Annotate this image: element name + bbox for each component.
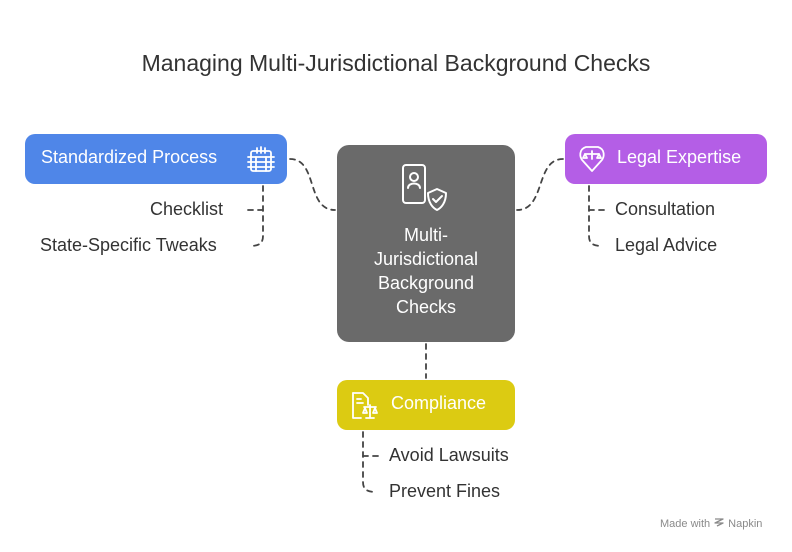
scales-badge-icon <box>577 145 607 178</box>
sub-item-state-specific-tweaks: State-Specific Tweaks <box>40 235 217 255</box>
center-topic-label: Multi- Jurisdictional Background Checks <box>337 223 515 319</box>
center-topic-box: Multi- Jurisdictional Background Checks <box>337 145 515 342</box>
connector-left-branch <box>249 185 264 247</box>
connector-legal <box>516 158 564 211</box>
checklist-icon <box>247 145 275 178</box>
sub-item-consultation: Consultation <box>615 199 716 219</box>
center-line-1: Multi- <box>404 225 448 245</box>
node-standardized-process-label: Standardized Process <box>41 147 218 167</box>
node-compliance: Compliance <box>337 380 515 430</box>
center-line-2: Jurisdictional <box>373 249 479 269</box>
node-compliance-label: Compliance <box>391 393 487 413</box>
center-line-3: Background <box>377 273 475 293</box>
sub-item-prevent-fines: Prevent Fines <box>389 481 501 501</box>
connector-compliance-branch <box>362 431 377 493</box>
made-with-napkin-footer: Made with Napkin <box>660 517 762 530</box>
sub-item-checklist: Checklist <box>150 199 224 219</box>
node-legal-expertise-label: Legal Expertise <box>617 147 742 167</box>
user-shield-check-icon <box>399 163 453 220</box>
connector-standardized <box>289 158 336 211</box>
node-standardized-process: Standardized Process <box>25 134 287 184</box>
diagram-title: Managing Multi-Jurisdictional Background… <box>141 50 651 76</box>
footer-made-with: Made with <box>660 517 711 530</box>
node-legal-expertise: Legal Expertise <box>565 134 767 184</box>
document-scales-icon <box>349 391 379 426</box>
connector-right-branch <box>588 185 603 247</box>
footer-brand: Napkin <box>728 517 763 530</box>
sub-item-avoid-lawsuits: Avoid Lawsuits <box>389 445 509 465</box>
sub-item-legal-advice: Legal Advice <box>615 235 718 255</box>
napkin-logo-icon <box>714 517 724 530</box>
center-line-4: Checks <box>395 297 457 317</box>
